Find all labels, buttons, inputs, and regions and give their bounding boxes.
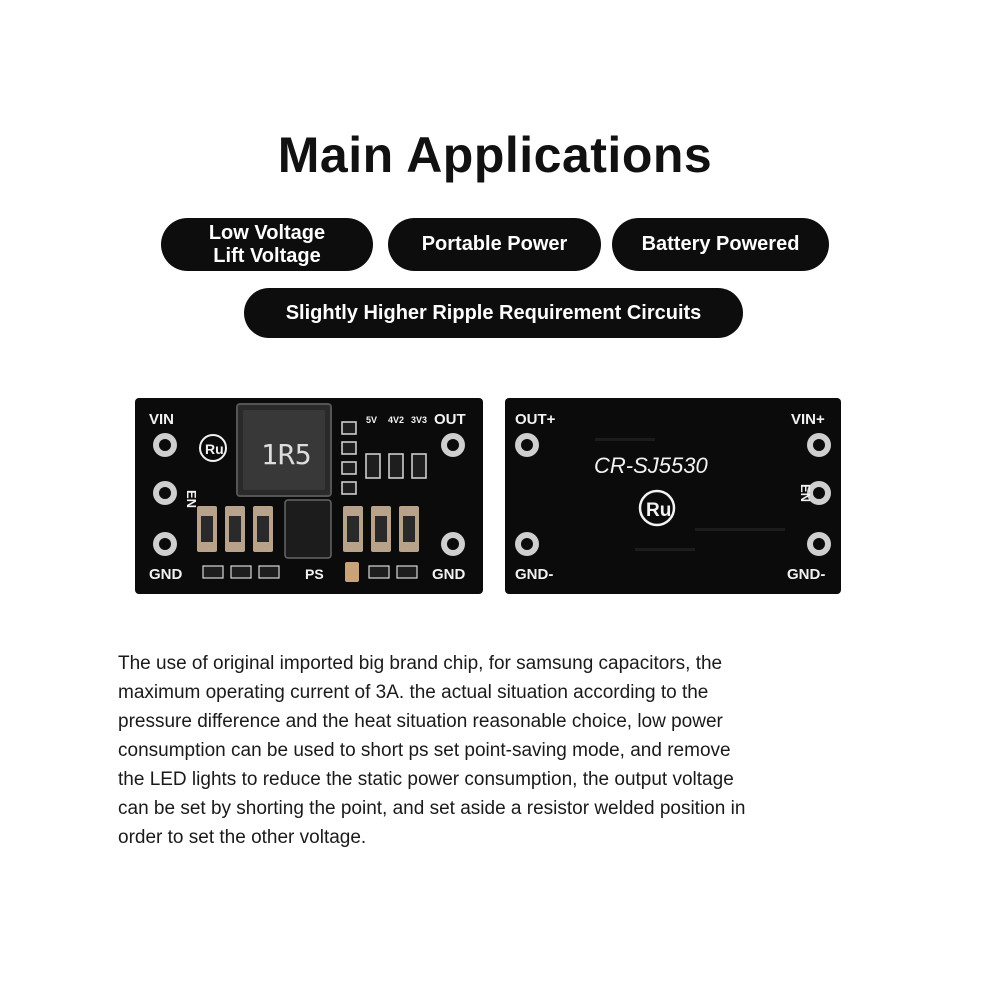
application-pill-low-voltage: Low Voltage Lift Voltage bbox=[161, 218, 373, 271]
application-pill-ripple-circuits: Slightly Higher Ripple Requirement Circu… bbox=[244, 288, 743, 338]
pin-label-out-plus: OUT+ bbox=[515, 411, 556, 428]
voltage-option-label: 5V bbox=[366, 415, 377, 425]
application-pill-battery-powered: Battery Powered bbox=[612, 218, 829, 271]
application-pill-portable-power: Portable Power bbox=[388, 218, 601, 271]
voltage-option-label: 4V2 bbox=[388, 415, 404, 425]
pill-label: Portable Power bbox=[421, 233, 568, 255]
pill-label-line: Lift Voltage bbox=[213, 244, 321, 267]
pcb-back-image: OUT+ VIN+ EN GND- GND- CR-SJ5530 Ru bbox=[505, 398, 841, 594]
description-line: can be set by shorting the point, and se… bbox=[118, 798, 746, 819]
pin-label-gnd-right: GND bbox=[432, 566, 466, 583]
description-line: pressure difference and the heat situati… bbox=[118, 711, 723, 732]
brand-logo: Ru bbox=[646, 500, 671, 521]
pin-label-gnd-left: GND- bbox=[515, 566, 553, 583]
pin-label-gnd-right: GND- bbox=[787, 566, 825, 583]
voltage-option-label: 3V3 bbox=[411, 415, 427, 425]
model-number: CR-SJ5530 bbox=[594, 453, 708, 478]
description-line: order to set the other voltage. bbox=[118, 827, 367, 848]
pin-label-vin: VIN bbox=[149, 411, 174, 428]
pad-label-ps: PS bbox=[305, 566, 324, 582]
pin-label-out: OUT bbox=[434, 411, 466, 428]
pill-label-line: Low Voltage bbox=[208, 221, 326, 244]
page-title: Main Applications bbox=[277, 127, 713, 183]
pin-label-en: EN bbox=[798, 484, 813, 502]
pin-label-vin-plus: VIN+ bbox=[791, 411, 825, 428]
pill-label: Battery Powered bbox=[641, 233, 800, 255]
product-description: The use of original imported big brand c… bbox=[118, 649, 878, 852]
pill-label: Slightly Higher Ripple Requirement Circu… bbox=[285, 301, 702, 324]
description-line: The use of original imported big brand c… bbox=[118, 653, 723, 674]
pin-label-gnd-left: GND bbox=[149, 566, 183, 583]
inductor-marking: 1R5 bbox=[261, 438, 312, 471]
description-line: maximum operating current of 3A. the act… bbox=[118, 682, 709, 703]
pin-label-en: EN bbox=[184, 490, 199, 508]
brand-logo: Ru bbox=[205, 441, 224, 457]
description-line: consumption can be used to short ps set … bbox=[118, 740, 731, 761]
pcb-front-image: VIN EN GND OUT GND PS Ru 1R5 5V 4V2 3V3 bbox=[135, 398, 483, 594]
description-line: the LED lights to reduce the static powe… bbox=[118, 769, 734, 790]
